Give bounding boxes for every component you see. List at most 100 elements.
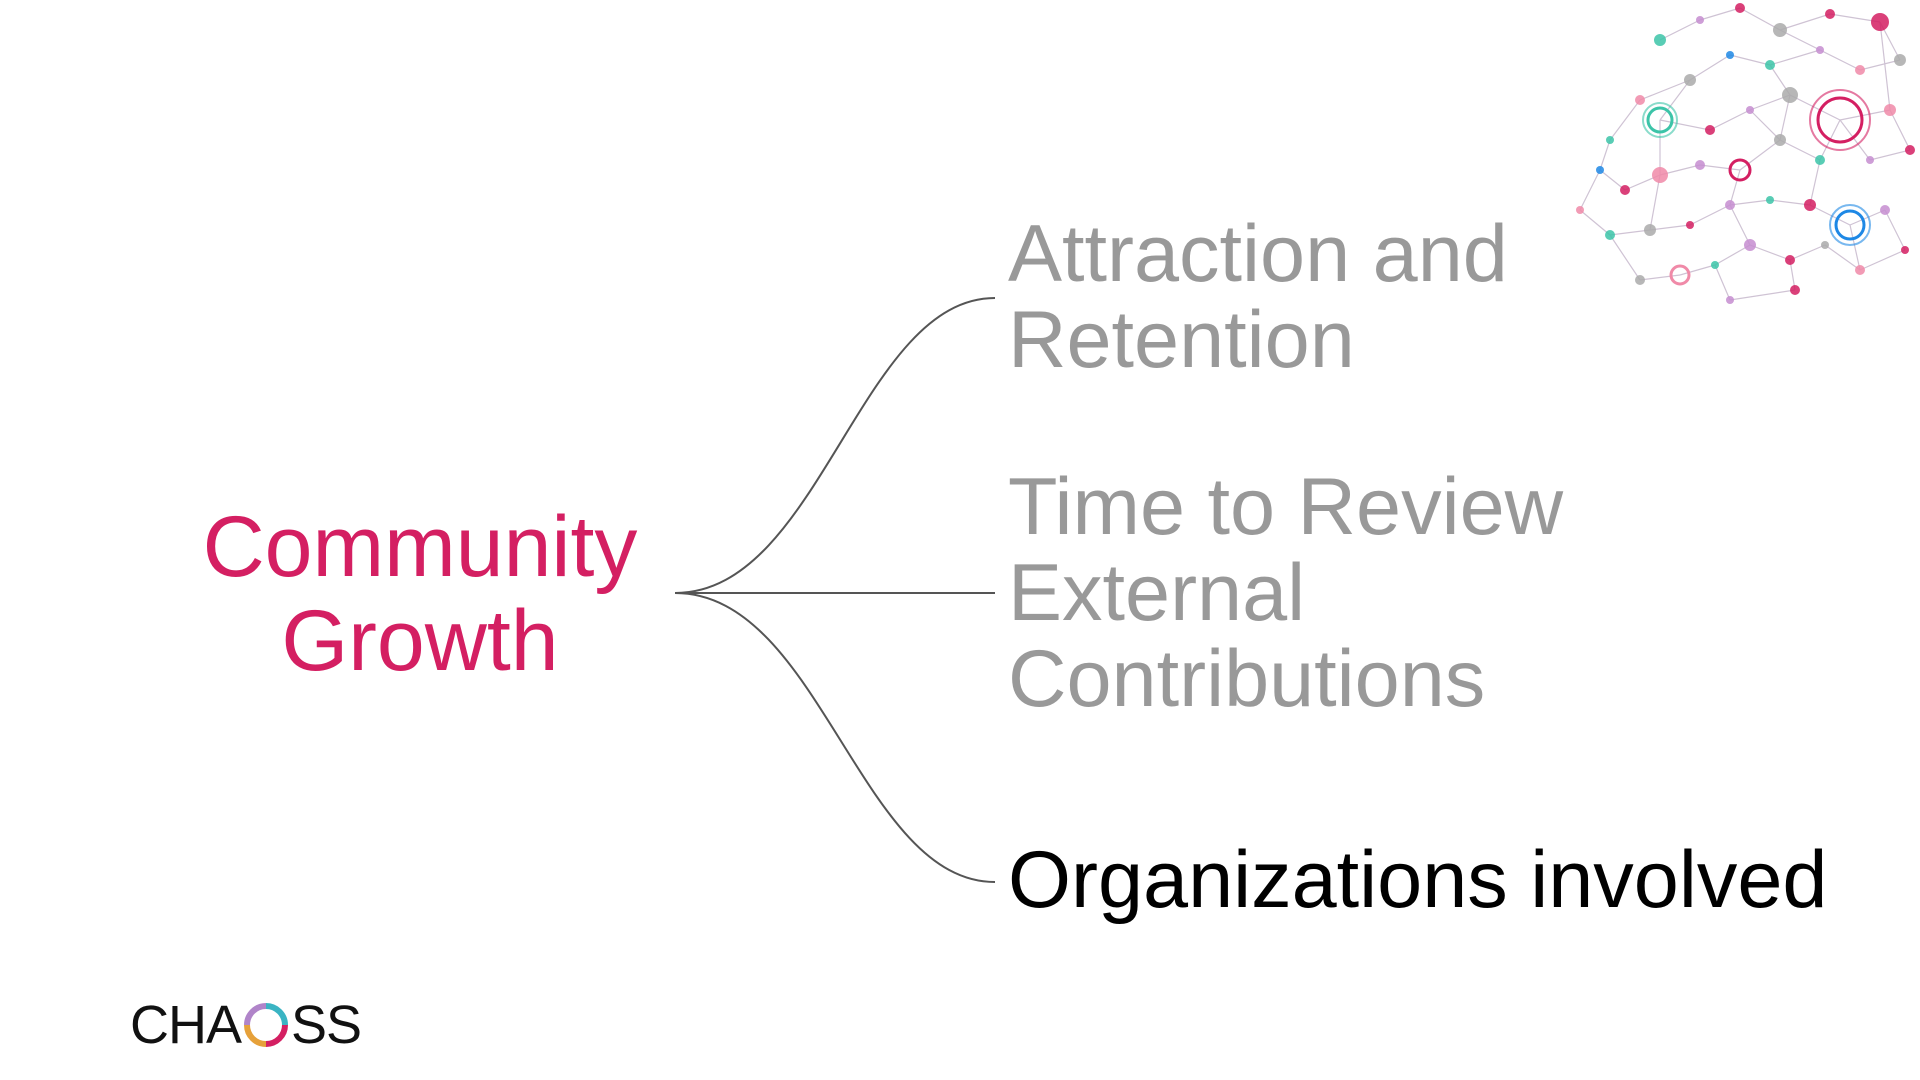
network-node <box>1686 221 1694 229</box>
network-edge <box>1599 169 1626 191</box>
logo-ring-icon <box>244 1003 289 1047</box>
network-edge <box>1849 224 1861 271</box>
network-edge <box>1714 264 1731 301</box>
network-edge <box>1699 164 1741 171</box>
network-edge <box>1739 139 1781 171</box>
network-edge <box>1659 19 1701 41</box>
network-edge <box>1609 234 1641 281</box>
network-edge <box>1729 204 1751 246</box>
network-node <box>1816 46 1824 54</box>
network-edge <box>1749 244 1791 261</box>
network-edge <box>1789 259 1796 291</box>
network-node <box>1785 255 1795 265</box>
network-ring <box>1642 102 1678 138</box>
network-edge <box>1609 99 1641 141</box>
root-node-label: Community Growth <box>202 499 638 689</box>
network-edge <box>1739 7 1781 31</box>
network-edge <box>1689 54 1731 81</box>
network-node <box>1711 261 1719 269</box>
connector-line-3 <box>674 592 996 883</box>
network-node <box>1790 285 1800 295</box>
network-edge <box>1639 79 1691 101</box>
network-node <box>1605 230 1615 240</box>
network-edge <box>1714 244 1751 266</box>
network-node <box>1871 13 1889 31</box>
network-edge <box>1709 109 1751 131</box>
network-edge <box>1579 169 1601 211</box>
network-node <box>1576 206 1584 214</box>
network-node <box>1766 196 1774 204</box>
logo-text-left: CHA <box>130 995 242 1055</box>
branch-label-time-to-review: Time to Review External Contributions <box>1008 462 1564 724</box>
network-node <box>1815 155 1825 165</box>
network-edge <box>1789 244 1826 261</box>
branch-label-organizations-involved: Organizations involved <box>1008 835 1828 925</box>
network-node <box>1646 106 1674 134</box>
network-node <box>1782 87 1798 103</box>
network-node <box>1596 166 1604 174</box>
network-ring <box>1809 89 1871 151</box>
network-edge <box>1849 209 1886 226</box>
network-node <box>1746 106 1754 114</box>
network-node <box>1901 246 1909 254</box>
network-node <box>1735 3 1745 13</box>
network-edge <box>1769 49 1821 66</box>
network-node <box>1905 145 1915 155</box>
network-edge <box>1779 139 1821 161</box>
network-edge <box>1679 264 1716 276</box>
network-edge <box>1879 21 1891 111</box>
network-edge <box>1659 79 1691 121</box>
connector-line-1 <box>674 297 996 594</box>
network-node <box>1726 51 1734 59</box>
network-node <box>1726 296 1734 304</box>
network-edge <box>1729 169 1741 206</box>
network-edge <box>1649 224 1691 231</box>
network-node <box>1866 156 1874 164</box>
network-edge <box>1729 289 1796 301</box>
network-node <box>1669 264 1691 286</box>
network-edge <box>1599 139 1611 171</box>
branch-label-attraction-retention: Attraction and Retention <box>1008 209 1508 385</box>
network-edge <box>1809 159 1821 206</box>
network-ring <box>1829 204 1871 246</box>
network-edge <box>1859 249 1906 271</box>
network-graph-icon <box>1576 3 1915 304</box>
network-edge <box>1839 119 1871 161</box>
network-node <box>1773 23 1787 37</box>
network-edge <box>1699 7 1741 21</box>
network-edge <box>1789 94 1841 121</box>
network-edge <box>1609 229 1651 236</box>
network-edge <box>1819 49 1861 71</box>
network-edge <box>1859 59 1901 71</box>
network-edge <box>1729 199 1771 206</box>
network-node <box>1695 160 1705 170</box>
chaoss-logo: CHA SS <box>130 995 362 1055</box>
network-node <box>1635 95 1645 105</box>
network-edge <box>1809 204 1851 226</box>
network-node <box>1834 209 1866 241</box>
network-node <box>1652 167 1668 183</box>
network-node <box>1728 158 1752 182</box>
network-edge <box>1779 13 1831 31</box>
network-node <box>1606 136 1614 144</box>
network-node <box>1774 134 1786 146</box>
network-edge <box>1659 119 1711 131</box>
network-edge <box>1869 149 1911 161</box>
network-edge <box>1889 109 1911 151</box>
network-node <box>1654 34 1666 46</box>
network-edge <box>1749 109 1781 141</box>
network-node <box>1821 241 1829 249</box>
network-node <box>1725 200 1735 210</box>
network-node <box>1880 205 1890 215</box>
network-edge <box>1884 209 1906 251</box>
network-node <box>1635 275 1645 285</box>
network-edge <box>1769 199 1811 206</box>
network-node <box>1884 104 1896 116</box>
network-node <box>1620 185 1630 195</box>
network-node <box>1765 60 1775 70</box>
network-node <box>1705 125 1715 135</box>
network-edge <box>1779 29 1821 51</box>
network-node <box>1855 265 1865 275</box>
